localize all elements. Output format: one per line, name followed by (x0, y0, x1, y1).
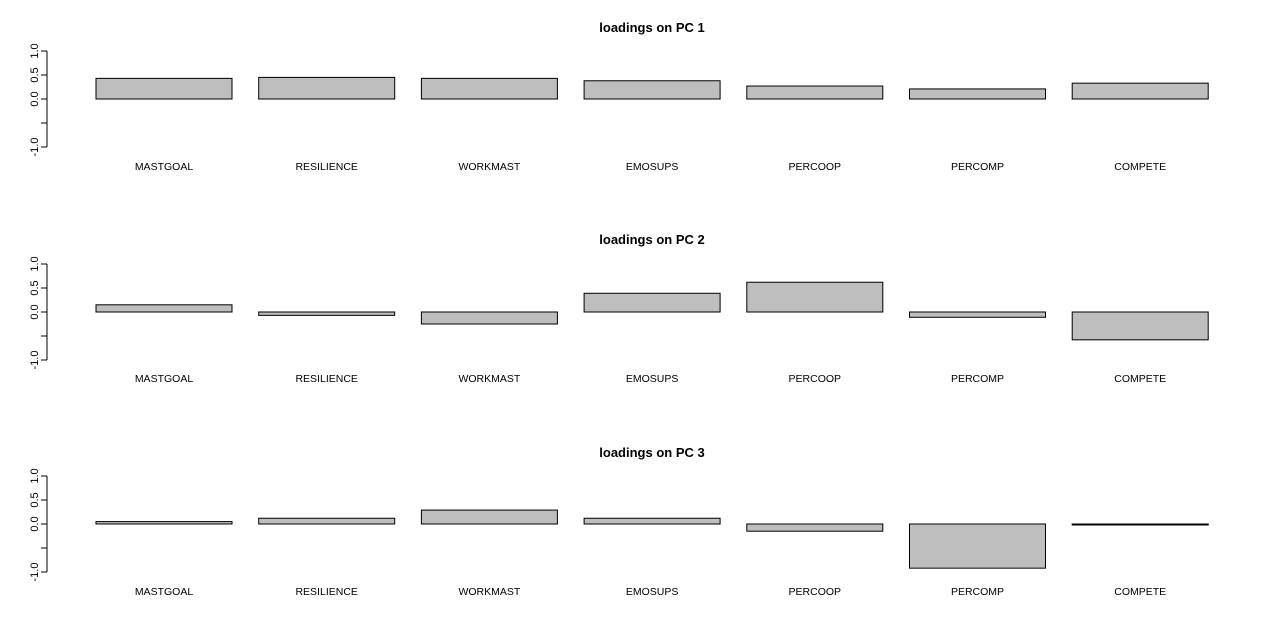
y-tick-label: 0.5 (29, 280, 41, 295)
category-label: PERCOOP (789, 373, 842, 385)
category-label: EMOSUPS (626, 161, 679, 173)
y-tick-label: -1.0 (29, 351, 41, 370)
bar-resilience (258, 311, 396, 316)
bar-emosups (583, 80, 721, 100)
bar-compete (1071, 82, 1209, 100)
bar-mastgoal (95, 77, 233, 100)
category-label: EMOSUPS (626, 373, 679, 385)
chart-title: loadings on PC 2 (599, 232, 704, 247)
bar-percomp (909, 311, 1046, 318)
category-label: COMPETE (1114, 586, 1166, 598)
y-tick-label: 0.5 (29, 67, 41, 82)
bar-compete (1071, 523, 1209, 526)
category-label: MASTGOAL (135, 586, 194, 598)
y-tick-label: 0.0 (29, 91, 41, 106)
bar-percomp (909, 523, 1046, 569)
category-label: PERCOMP (951, 161, 1004, 173)
category-label: WORKMAST (458, 586, 520, 598)
bar-emosups (583, 517, 721, 525)
bar-workmast (420, 77, 558, 100)
chart-title: loadings on PC 1 (599, 20, 704, 35)
y-tick-label: 0.0 (29, 304, 41, 319)
bar-mastgoal (95, 521, 233, 525)
category-label: PERCOMP (951, 586, 1004, 598)
bar-emosups (583, 292, 721, 313)
bar-percoop (746, 281, 884, 313)
y-tick-label: 1.0 (29, 468, 41, 483)
category-label: PERCOMP (951, 373, 1004, 385)
bar-percoop (746, 85, 884, 100)
y-tick-label: 1.0 (29, 43, 41, 58)
category-label: MASTGOAL (135, 373, 194, 385)
bar-resilience (258, 517, 396, 525)
bar-percoop (746, 523, 884, 532)
category-label: RESILIENCE (295, 373, 357, 385)
bar-workmast (420, 509, 558, 525)
category-label: RESILIENCE (295, 586, 357, 598)
category-label: PERCOOP (789, 586, 842, 598)
category-label: EMOSUPS (626, 586, 679, 598)
category-label: COMPETE (1114, 373, 1166, 385)
bar-workmast (420, 311, 558, 325)
y-tick-label: 1.0 (29, 256, 41, 271)
bar-compete (1071, 311, 1209, 341)
bar-percomp (909, 88, 1046, 100)
category-label: WORKMAST (458, 373, 520, 385)
category-label: RESILIENCE (295, 161, 357, 173)
y-tick-label: 0.5 (29, 492, 41, 507)
chart-title: loadings on PC 3 (599, 445, 704, 460)
y-tick-label: -1.0 (29, 138, 41, 157)
bar-resilience (258, 76, 396, 100)
category-label: MASTGOAL (135, 161, 194, 173)
category-label: COMPETE (1114, 161, 1166, 173)
category-label: PERCOOP (789, 161, 842, 173)
y-tick-label: -1.0 (29, 563, 41, 582)
y-tick-label: 0.0 (29, 516, 41, 531)
category-label: WORKMAST (458, 161, 520, 173)
bar-mastgoal (95, 304, 233, 313)
